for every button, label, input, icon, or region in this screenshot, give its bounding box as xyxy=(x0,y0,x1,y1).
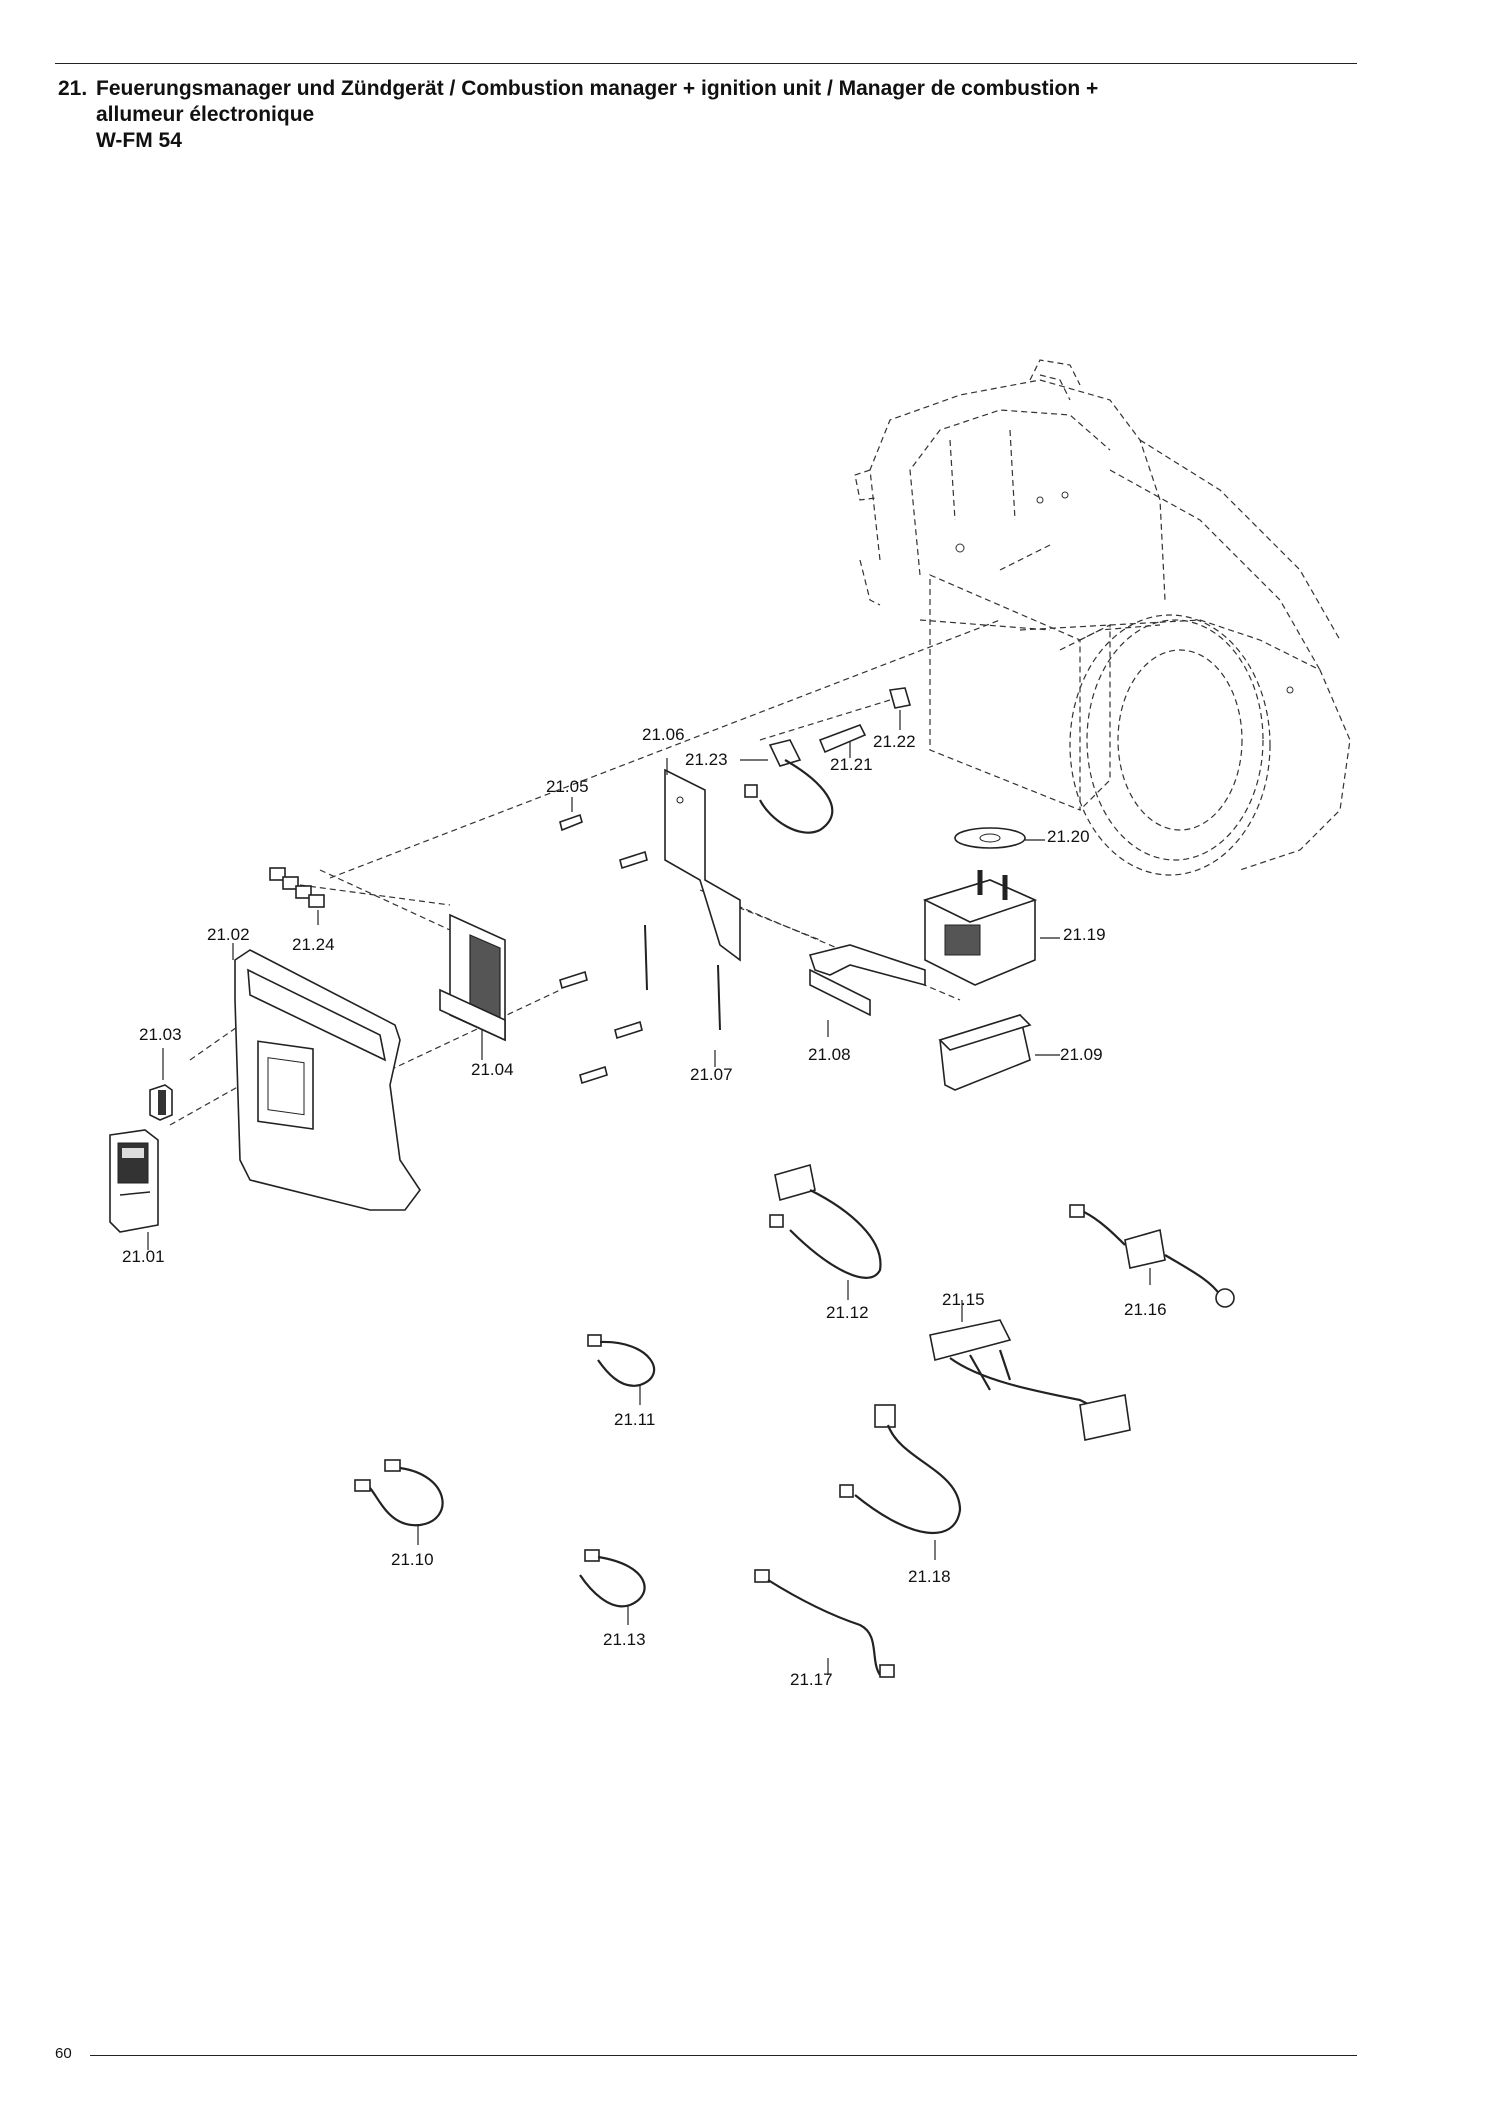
section-number: 21. xyxy=(58,77,88,100)
top-rule xyxy=(55,63,1357,64)
cable-21-23 xyxy=(740,739,834,834)
cable-21-13 xyxy=(579,1549,646,1625)
plugs-21-24 xyxy=(269,867,325,925)
label-21-11: 21.11 xyxy=(614,1410,655,1429)
control-box-21-09 xyxy=(938,1013,1060,1091)
clip-21-22 xyxy=(888,687,912,730)
label-21-15: 21.15 xyxy=(942,1290,985,1309)
label-21-08: 21.08 xyxy=(808,1045,851,1064)
label-21-23: 21.23 xyxy=(685,750,728,769)
label-21-06: 21.06 xyxy=(642,725,685,744)
screws-21-07 xyxy=(644,924,721,1067)
section-title-line-2: allumeur électronique xyxy=(96,103,315,126)
sensor-21-21 xyxy=(818,723,867,758)
gasket-21-20 xyxy=(954,827,1045,849)
label-21-24: 21.24 xyxy=(292,935,335,954)
label-21-02: 21.02 xyxy=(207,925,250,944)
cable-21-17 xyxy=(754,1569,895,1678)
part-labels: 21.01 21.02 21.03 21.04 21.05 21.06 21.0… xyxy=(122,725,1167,1689)
label-21-22: 21.22 xyxy=(873,732,916,751)
cable-21-12 xyxy=(769,1163,882,1300)
label-21-12: 21.12 xyxy=(826,1303,869,1322)
section-title-line-1: Feuerungsmanager und Zündgerät / Combust… xyxy=(96,77,1099,100)
label-21-01: 21.01 xyxy=(122,1247,165,1266)
cable-21-16 xyxy=(1069,1204,1235,1308)
page-number: 60 xyxy=(55,2045,72,2062)
label-21-05: 21.05 xyxy=(546,777,589,796)
label-21-19: 21.19 xyxy=(1063,925,1106,944)
cable-21-18 xyxy=(839,1404,962,1560)
label-21-04: 21.04 xyxy=(471,1060,514,1079)
cable-21-10 xyxy=(354,1459,444,1545)
label-21-09: 21.09 xyxy=(1060,1045,1103,1064)
label-21-10: 21.10 xyxy=(391,1550,434,1569)
label-21-20: 21.20 xyxy=(1047,827,1090,846)
label-21-16: 21.16 xyxy=(1124,1300,1167,1319)
label-21-03: 21.03 xyxy=(139,1025,182,1044)
label-21-17: 21.17 xyxy=(790,1670,833,1689)
label-21-21: 21.21 xyxy=(830,755,873,774)
knob-21-03 xyxy=(149,1048,173,1121)
harness-21-15 xyxy=(929,1300,1131,1441)
bracket-21-08 xyxy=(808,944,926,1037)
model-designation: W-FM 54 xyxy=(96,129,182,152)
circuit-board-21-04 xyxy=(439,913,506,1060)
spacers-21-05 xyxy=(559,797,648,1085)
display-module-21-01 xyxy=(109,1129,159,1250)
ignition-transformer-21-19 xyxy=(922,870,1060,986)
label-21-18: 21.18 xyxy=(908,1567,951,1586)
cable-21-11 xyxy=(587,1334,656,1405)
cover-21-02 xyxy=(232,943,421,1211)
label-21-13: 21.13 xyxy=(603,1630,646,1649)
mounting-plate-21-06 xyxy=(664,758,741,962)
label-21-07: 21.07 xyxy=(690,1065,733,1084)
bottom-rule xyxy=(90,2055,1357,2056)
burner-housing-outline xyxy=(854,359,1351,876)
